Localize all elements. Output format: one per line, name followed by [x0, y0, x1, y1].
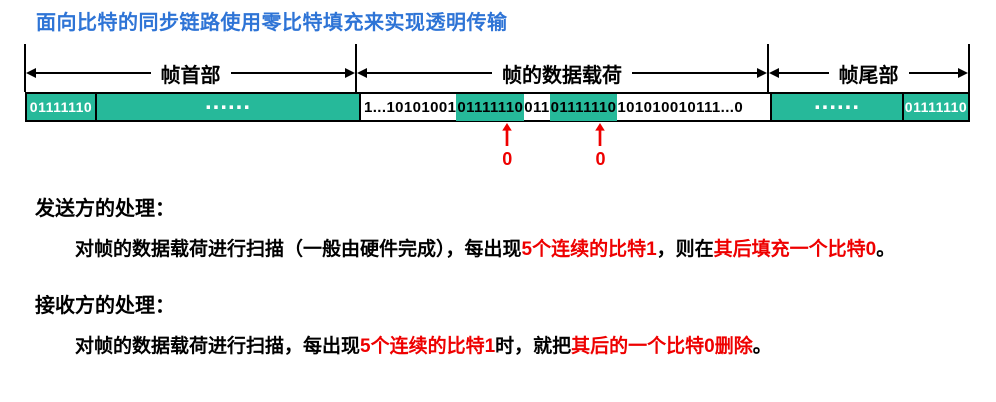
text-segment: 对帧的数据载荷进行扫描，每出现 [75, 336, 361, 357]
end-flag-cell: 01111110 [902, 94, 968, 120]
dimension-tick [355, 44, 357, 92]
trailer-dots-cell: ...... [770, 88, 902, 120]
trailer-dots: ...... [813, 88, 860, 115]
dimension-line [779, 72, 829, 74]
dimension-tick [767, 44, 769, 92]
text-segment: 5个连续的比特1 [521, 239, 657, 260]
text-segment: 5个连续的比特1 [360, 336, 496, 357]
text-segment: 其后填充一个比特0 [713, 239, 877, 260]
receiver-heading: 接收方的处理： [35, 295, 175, 317]
dimension-tick [24, 44, 26, 92]
dimension-arrow-trailer: 帧尾部 [769, 60, 968, 87]
payload-prefix-bits: 1...10101001 [364, 98, 457, 116]
frame-header-label: 帧首部 [160, 64, 221, 87]
text-segment: 时，就把 [495, 336, 572, 357]
stuffed-bit-arrow-icon [502, 122, 513, 146]
dimension-line [908, 72, 958, 74]
receiver-detail: 对帧的数据载荷进行扫描，每出现5个连续的比特1时，就把其后的一个比特0删除。 [75, 331, 772, 358]
dimension-tick [968, 44, 970, 92]
frame-trailer-label: 帧尾部 [838, 64, 899, 87]
dimension-arrow-header: 帧首部 [26, 60, 355, 87]
sender-heading: 发送方的处理： [35, 198, 175, 220]
flag-pattern-highlight-2: 01111110 0 [549, 93, 618, 169]
dimension-arrow-payload: 帧的数据载荷 [357, 60, 767, 87]
flag-pattern-highlight-1: 01111110 0 [456, 93, 525, 169]
arrowhead-left-icon [769, 68, 779, 78]
arrowhead-right-icon [958, 68, 968, 78]
dimension-line [367, 72, 492, 74]
arrowhead-left-icon [357, 68, 367, 78]
start-flag-cell: 01111110 [27, 94, 95, 120]
page-title: 面向比特的同步链路使用零比特填充来实现透明传输 [36, 12, 508, 34]
header-dots-cell: ...... [95, 88, 359, 120]
arrowhead-left-icon [26, 68, 36, 78]
dimension-line [230, 72, 345, 74]
stuffed-bit-label: 0 [502, 148, 513, 169]
dimension-line [632, 72, 757, 74]
header-dots: ...... [204, 88, 251, 115]
stuffed-bit-label: 0 [595, 148, 606, 169]
sender-detail: 对帧的数据载荷进行扫描（一般由硬件完成），每出现5个连续的比特1，则在其后填充一… [75, 234, 895, 261]
text-segment: 对帧的数据载荷进行扫描（一般由硬件完成），每出现 [75, 239, 522, 260]
arrowhead-right-icon [757, 68, 767, 78]
payload-suffix-bits: 101010010111...0 [617, 98, 744, 116]
payload-middle-bits: 011 [524, 98, 550, 116]
text-segment: ，则在 [656, 239, 714, 260]
flag-pattern-bits: 01111110 [457, 98, 524, 116]
dimension-line [36, 72, 151, 74]
frame-payload-label: 帧的数据载荷 [502, 64, 622, 87]
text-segment: 其后的一个比特0删除 [571, 336, 753, 357]
arrowhead-right-icon [345, 68, 355, 78]
text-segment: 。 [876, 239, 896, 260]
stuffed-bit-arrow-icon [595, 122, 606, 146]
text-segment: 。 [752, 336, 772, 357]
flag-pattern-bits: 01111110 [550, 98, 617, 116]
